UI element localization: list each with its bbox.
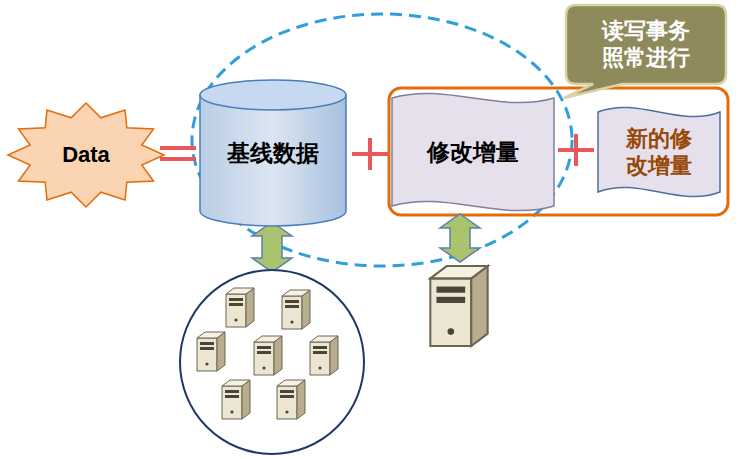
node-label: 读写事务 照常进行 [596, 17, 696, 72]
node-label: 新的修 改增量 [623, 125, 695, 180]
double-arrow [252, 222, 292, 272]
new-increment-document: 新的修 改增量 [598, 104, 720, 200]
server-icons [197, 288, 338, 419]
double-arrow [440, 214, 480, 262]
server-cluster [180, 270, 364, 454]
equals-sign [160, 146, 196, 161]
callout-bubble: 读写事务 照常进行 [566, 5, 726, 84]
dashed-region [192, 14, 572, 266]
increment-group [389, 88, 728, 215]
callout-bubble-outline [566, 5, 726, 84]
node-label: 基线数据 [227, 139, 319, 168]
baseline-cylinder: 基线数据 [200, 80, 346, 226]
increment-document: 修改增量 [392, 90, 554, 214]
plus-sign [558, 134, 594, 166]
node-label: 修改增量 [427, 138, 519, 167]
node-label: Data [62, 141, 110, 169]
new-increment-document-outline [598, 104, 720, 200]
server-icon [430, 266, 487, 346]
plus-sign [352, 138, 388, 170]
data-burst: Data [8, 103, 164, 207]
